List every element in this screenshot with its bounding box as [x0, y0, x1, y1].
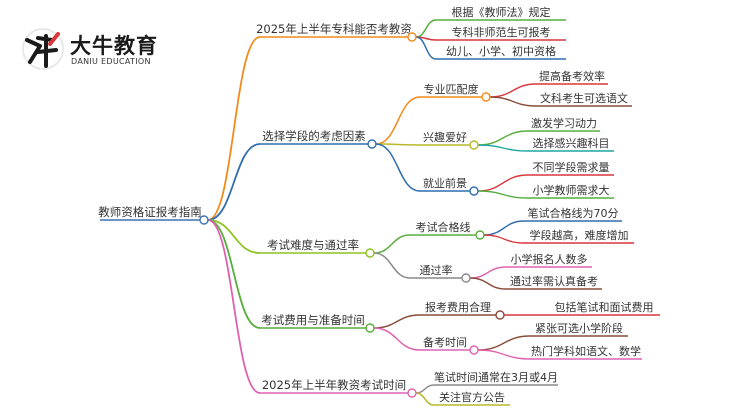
link-1-1-leaf-0 [477, 130, 529, 146]
node-0-2[interactable]: 幼儿、小学、初中资格 [446, 44, 556, 58]
link-2-0-leaf-1 [483, 234, 525, 244]
link-1-1-leaf-1 [477, 144, 529, 152]
link-1-2-leaf-1 [477, 190, 529, 199]
link-branch-1-child-0 [375, 96, 421, 145]
leaf-3-1-1[interactable]: 热门学科如语文、数学 [531, 344, 641, 358]
node-1-1-toggle-icon[interactable] [469, 140, 479, 150]
leaf-3-1-0[interactable]: 紧张可选小学阶段 [535, 321, 623, 335]
link-root-branch-2 [207, 219, 261, 254]
node-2-1[interactable]: 通过率 [420, 263, 453, 277]
node-1-0[interactable]: 专业匹配度 [424, 82, 479, 96]
node-1-2-toggle-icon[interactable] [469, 186, 479, 196]
node-4-0[interactable]: 笔试时间通常在3月或4月 [434, 370, 558, 384]
node-4-1[interactable]: 关注官方公告 [439, 390, 505, 404]
leaf-1-0-0[interactable]: 提高备考效率 [539, 69, 605, 83]
leaf-2-1-0[interactable]: 小学报名人数多 [511, 252, 588, 266]
leaf-2-0-0[interactable]: 笔试合格线为70分 [528, 206, 619, 220]
link-root-branch-4 [207, 219, 261, 394]
root-node-toggle-icon[interactable] [199, 215, 209, 225]
node-2-1-toggle-icon[interactable] [461, 273, 471, 283]
branch-node-4[interactable]: 2025年上半年教资考试时间 [262, 378, 406, 392]
link-1-0-leaf-0 [489, 83, 537, 98]
link-root-branch-1 [207, 143, 261, 221]
link-2-1-leaf-1 [469, 277, 507, 290]
link-branch-4-child-0 [415, 384, 435, 394]
leaf-1-1-0[interactable]: 激发学习动力 [531, 116, 597, 130]
node-0-0[interactable]: 根据《教师法》规定 [452, 5, 551, 19]
branch-node-2[interactable]: 考试难度与通过率 [267, 238, 359, 252]
node-2-0[interactable]: 考试合格线 [416, 220, 471, 234]
node-1-2[interactable]: 就业前景 [423, 176, 467, 190]
node-3-1[interactable]: 备考时间 [423, 335, 467, 349]
link-branch-1-child-1 [375, 143, 421, 146]
link-3-1-leaf-0 [477, 335, 531, 351]
mindmap-nodes: 教师资格证报考指南 2025年上半年专科能否考教资 根据《教师法》规定专科非师范生可… [98, 5, 653, 404]
node-3-1-toggle-icon[interactable] [469, 345, 479, 355]
node-1-1[interactable]: 兴趣爱好 [423, 130, 467, 144]
brand-logo: 大牛教育 DANIU EDUCATION [20, 26, 170, 74]
branch-node-3-toggle-icon[interactable] [365, 323, 375, 333]
link-2-1-leaf-0 [469, 266, 507, 279]
leaf-1-2-0[interactable]: 不同学段需求量 [533, 160, 610, 174]
link-3-1-leaf-1 [477, 349, 531, 360]
node-3-0-toggle-icon[interactable] [495, 310, 505, 320]
leaf-2-1-1[interactable]: 通过率需认真备考 [510, 274, 598, 288]
branch-node-1-toggle-icon[interactable] [367, 139, 377, 149]
node-3-0[interactable]: 报考费用合理 [425, 300, 491, 314]
branch-node-1[interactable]: 选择学段的考虑因素 [262, 129, 366, 143]
branch-node-2-toggle-icon[interactable] [365, 248, 375, 258]
link-branch-2-child-1 [373, 252, 411, 279]
link-branch-0-child-0 [415, 19, 437, 38]
leaf-1-0-1[interactable]: 文科考生可选语文 [540, 91, 628, 105]
node-1-0-toggle-icon[interactable] [481, 92, 491, 102]
link-branch-3-child-1 [373, 327, 421, 351]
leaf-1-2-1[interactable]: 小学教师需求大 [533, 183, 610, 197]
link-branch-2-child-0 [373, 234, 411, 254]
node-2-0-toggle-icon[interactable] [475, 230, 485, 240]
link-1-2-leaf-0 [477, 174, 529, 192]
link-branch-4-child-1 [415, 392, 435, 406]
branch-node-3[interactable]: 考试费用与准备时间 [261, 313, 365, 327]
daniu-logo-icon [22, 28, 64, 70]
leaf-2-0-1[interactable]: 学段越高，难度增加 [530, 228, 629, 242]
brand-subtitle: DANIU EDUCATION [71, 57, 151, 66]
leaf-3-0-0[interactable]: 包括笔试和面试费用 [555, 300, 654, 314]
link-branch-3-child-0 [373, 314, 421, 329]
link-2-0-leaf-0 [483, 220, 525, 236]
link-branch-0-child-2 [415, 36, 437, 60]
root-node[interactable]: 教师资格证报考指南 [98, 205, 202, 219]
link-root-branch-3 [207, 219, 261, 329]
link-1-0-leaf-1 [489, 96, 537, 107]
mindmap-links [100, 19, 660, 406]
link-branch-1-child-2 [375, 143, 421, 192]
branch-node-0[interactable]: 2025年上半年专科能否考教资 [256, 22, 412, 36]
node-0-1[interactable]: 专科非师范生可报考 [452, 25, 551, 39]
branch-node-0-toggle-icon[interactable] [407, 32, 417, 42]
leaf-1-1-1[interactable]: 选择感兴趣科目 [533, 136, 610, 150]
brand-name: 大牛教育 [70, 34, 158, 58]
link-root-branch-0 [207, 36, 261, 221]
branch-node-4-toggle-icon[interactable] [407, 388, 417, 398]
